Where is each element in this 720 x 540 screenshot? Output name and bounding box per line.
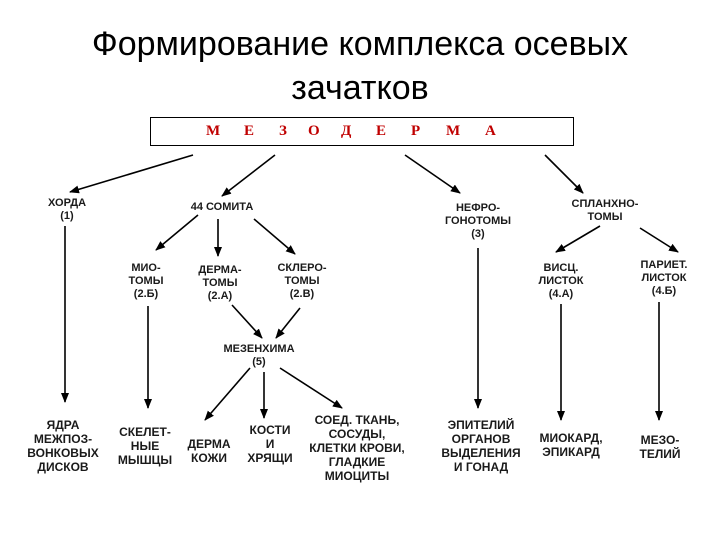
arrow-somites-to-sclerotomes	[253, 218, 296, 255]
arrow-splanchno-to-parietal	[639, 227, 679, 253]
node-skin-derma-line: ДЕРМА	[187, 437, 231, 451]
node-bones-cartilage-line: И	[265, 437, 275, 451]
node-somites: 44 СОМИТА	[191, 201, 254, 214]
node-myotomes: МИО- ТОМЫ (2.Б)	[129, 262, 164, 301]
node-myocard-epicard-line: МИОКАРД,	[539, 431, 603, 445]
node-chorda: ХОРДА (1)	[48, 197, 86, 223]
mesoderm-letter: З	[279, 123, 287, 139]
node-visceral-line: ВИСЦ.	[543, 262, 579, 274]
node-skin-derma-line: КОЖИ	[191, 451, 227, 465]
node-connective-tissue-line: СОЕД. ТКАНЬ,	[314, 413, 400, 427]
node-nephrotomes: НЕФРО- ГОНОТОМЫ (3)	[445, 202, 511, 241]
node-myocard-epicard: МИОКАРД, ЭПИКАРД	[539, 431, 602, 459]
mesoderm-letter: М	[446, 123, 461, 139]
node-mesothelium: МЕЗО- ТЕЛИЙ	[639, 433, 680, 461]
node-parietal-line: (4.Б)	[651, 285, 677, 297]
node-parietal: ПАРИЕТ. ЛИСТОК (4.Б)	[641, 259, 688, 298]
arrow-mesenchyme-to-connective	[279, 367, 343, 409]
node-visceral-line: (4.А)	[548, 288, 574, 300]
node-disc-nuclei-line: ДИСКОВ	[37, 460, 89, 474]
node-mesenchyme-line: МЕЗЕНХИМА	[223, 343, 295, 355]
node-excretory-epithelium-line: И ГОНАД	[453, 460, 509, 474]
title-line-2: зачатков	[291, 69, 429, 107]
node-excretory-epithelium: ЭПИТЕЛИЙ ОРГАНОВ ВЫДЕЛЕНИЯ И ГОНАД	[441, 418, 520, 474]
node-visceral-line: ЛИСТОК	[538, 275, 584, 287]
arrow-mesoderm-to-nephrotomes	[404, 154, 461, 194]
node-disc-nuclei-line: МЕЖПОЗ-	[33, 432, 93, 446]
mesoderm-letter: Е	[376, 123, 387, 139]
title-line-1: Формирование комплекса осевых	[91, 25, 629, 63]
node-myotomes-line: (2.Б)	[133, 288, 159, 300]
mesoderm-box	[150, 117, 574, 146]
mesoderm-letter: А	[485, 123, 496, 139]
node-bones-cartilage: КОСТИ И ХРЯЩИ	[247, 423, 292, 465]
node-parietal-line: ПАРИЕТ.	[640, 259, 688, 271]
node-skeletal-muscles-line: МЫШЦЫ	[117, 453, 173, 467]
node-sclerotomes: СКЛЕРО- ТОМЫ (2.В)	[277, 262, 326, 301]
node-mesothelium-line: ТЕЛИЙ	[639, 447, 681, 461]
node-bones-cartilage-line: КОСТИ	[249, 423, 291, 437]
arrow-sclerotomes-to-mesenchyme	[275, 307, 301, 339]
node-visceral: ВИСЦ. ЛИСТОК (4.А)	[538, 262, 583, 301]
node-myotomes-line: ТОМЫ	[128, 275, 164, 287]
node-sclerotomes-line: СКЛЕРО-	[277, 262, 327, 274]
node-disc-nuclei: ЯДРА МЕЖПОЗ- ВОНКОВЫХ ДИСКОВ	[27, 418, 98, 474]
page-title: Формирование комплекса осевых зачатков	[0, 22, 720, 110]
node-excretory-epithelium-line: ОРГАНОВ	[451, 432, 511, 446]
node-skeletal-muscles-line: СКЕЛЕТ-	[119, 425, 171, 439]
node-myotomes-line: МИО-	[131, 262, 161, 274]
node-sclerotomes-line: ТОМЫ	[284, 275, 320, 287]
node-parietal-line: ЛИСТОК	[641, 272, 687, 284]
node-connective-tissue-line: МИОЦИТЫ	[324, 469, 390, 483]
node-skin-derma: ДЕРМА КОЖИ	[187, 437, 230, 465]
node-dermatomes-line: ТОМЫ	[202, 277, 238, 289]
node-splanchnotomes-line: СПЛАНХНО-	[571, 198, 639, 210]
node-disc-nuclei-line: ЯДРА	[46, 418, 80, 432]
mesoderm-letter: Д	[341, 123, 352, 139]
node-connective-tissue-line: КЛЕТКИ КРОВИ,	[309, 441, 405, 455]
node-connective-tissue-line: СОСУДЫ,	[328, 427, 386, 441]
arrow-dermatomes-to-mesenchyme	[231, 304, 263, 339]
arrow-mesoderm-to-somites	[221, 154, 276, 197]
mesoderm-letter: Р	[411, 123, 421, 139]
arrow-mesoderm-to-splanchnotomes	[544, 154, 584, 194]
node-bones-cartilage-line: ХРЯЩИ	[247, 451, 293, 465]
mesoderm-letter: Е	[244, 123, 255, 139]
mesoderm-letter: О	[308, 123, 320, 139]
node-nephrotomes-line: ГОНОТОМЫ	[444, 215, 512, 227]
node-chorda-line: (1)	[60, 210, 74, 222]
node-dermatomes-line: ДЕРМА-	[198, 264, 242, 276]
node-excretory-epithelium-line: ЭПИТЕЛИЙ	[447, 418, 515, 432]
node-splanchnotomes: СПЛАНХНО- ТОМЫ	[572, 198, 639, 224]
node-sclerotomes-line: (2.В)	[289, 288, 315, 300]
node-mesenchyme: МЕЗЕНХИМА (5)	[223, 343, 294, 369]
arrow-somites-to-myotomes	[155, 214, 199, 251]
node-somites-line: 44 СОМИТА	[190, 201, 254, 213]
node-mesothelium-line: МЕЗО-	[640, 433, 680, 447]
node-connective-tissue: СОЕД. ТКАНЬ, СОСУДЫ, КЛЕТКИ КРОВИ, ГЛАДК…	[309, 413, 405, 483]
mesoderm-letter: М	[206, 123, 221, 139]
node-nephrotomes-line: (3)	[471, 228, 485, 240]
arrow-splanchno-to-visceral	[555, 225, 601, 253]
node-mesenchyme-line: (5)	[252, 356, 266, 368]
node-chorda-line: ХОРДА	[47, 197, 87, 209]
node-dermatomes-line: (2.А)	[207, 290, 233, 302]
node-excretory-epithelium-line: ВЫДЕЛЕНИЯ	[441, 446, 521, 460]
node-splanchnotomes-line: ТОМЫ	[587, 211, 623, 223]
node-connective-tissue-line: ГЛАДКИЕ	[328, 455, 386, 469]
node-skeletal-muscles: СКЕЛЕТ- НЫЕ МЫШЦЫ	[118, 425, 172, 467]
node-dermatomes: ДЕРМА- ТОМЫ (2.А)	[198, 264, 241, 303]
node-skeletal-muscles-line: НЫЕ	[130, 439, 160, 453]
node-nephrotomes-line: НЕФРО-	[455, 202, 501, 214]
node-disc-nuclei-line: ВОНКОВЫХ	[27, 446, 99, 460]
arrow-mesenchyme-to-derma	[204, 367, 251, 421]
node-myocard-epicard-line: ЭПИКАРД	[542, 445, 600, 459]
arrow-mesoderm-to-chorda	[69, 154, 194, 194]
